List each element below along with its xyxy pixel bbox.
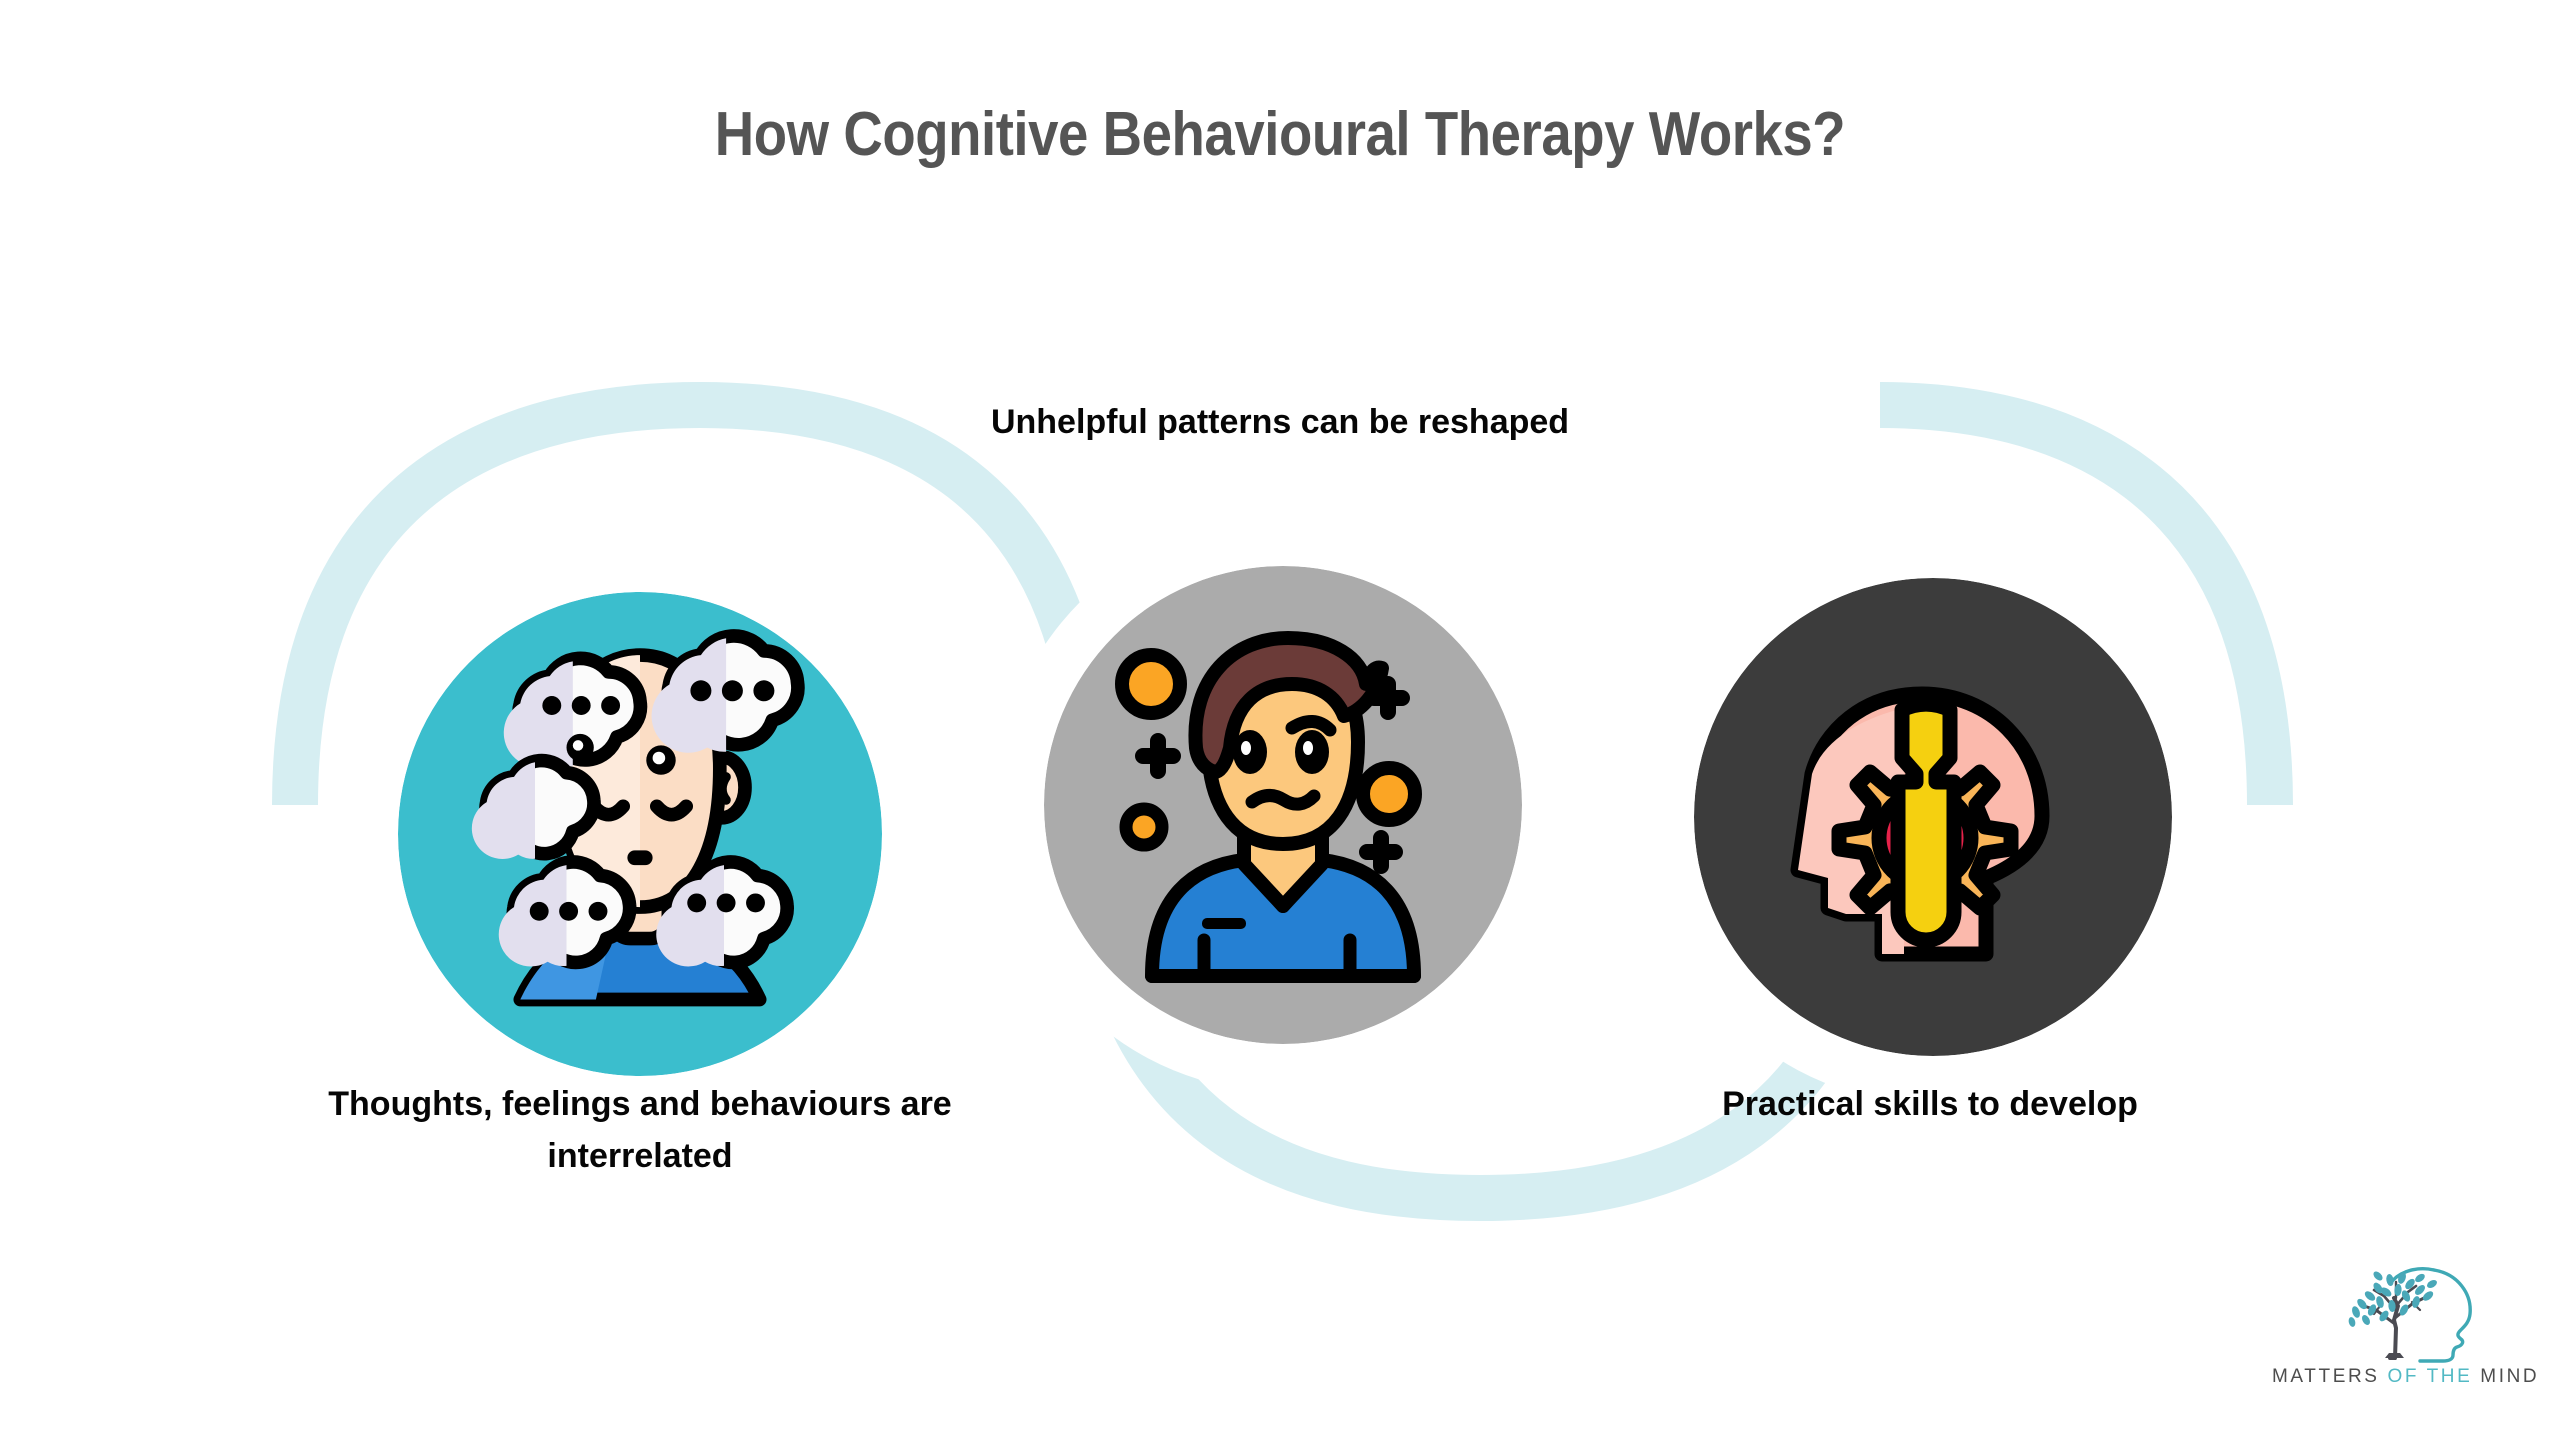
frustrated-person-icon xyxy=(1044,566,1522,1044)
logo-word-mind: MIND xyxy=(2480,1366,2540,1387)
caption-patterns: Unhelpful patterns can be reshaped xyxy=(990,403,1570,441)
logo-word-matters: MATTERS xyxy=(2272,1366,2380,1387)
head-with-gear-and-wrench-icon xyxy=(1694,578,2172,1056)
circle-thoughts xyxy=(398,592,882,1076)
circle-skills xyxy=(1694,578,2172,1056)
tree-in-head-profile-icon xyxy=(2348,1267,2472,1363)
caption-skills: Practical skills to develop xyxy=(1722,1085,2138,1123)
logo-wordmark: MATTERS OF THE MIND xyxy=(2272,1366,2537,1388)
caption-thoughts: Thoughts, feelings and behaviours are in… xyxy=(328,1085,952,1175)
matters-of-the-mind-logo: MATTERS OF THE MIND xyxy=(2272,1262,2537,1410)
circle-patterns xyxy=(1044,566,1522,1044)
logo-word-of-the: OF THE xyxy=(2387,1366,2473,1387)
head-with-thought-bubbles-icon xyxy=(398,592,882,1076)
page-title: How Cognitive Behavioural Therapy Works? xyxy=(714,100,1846,169)
